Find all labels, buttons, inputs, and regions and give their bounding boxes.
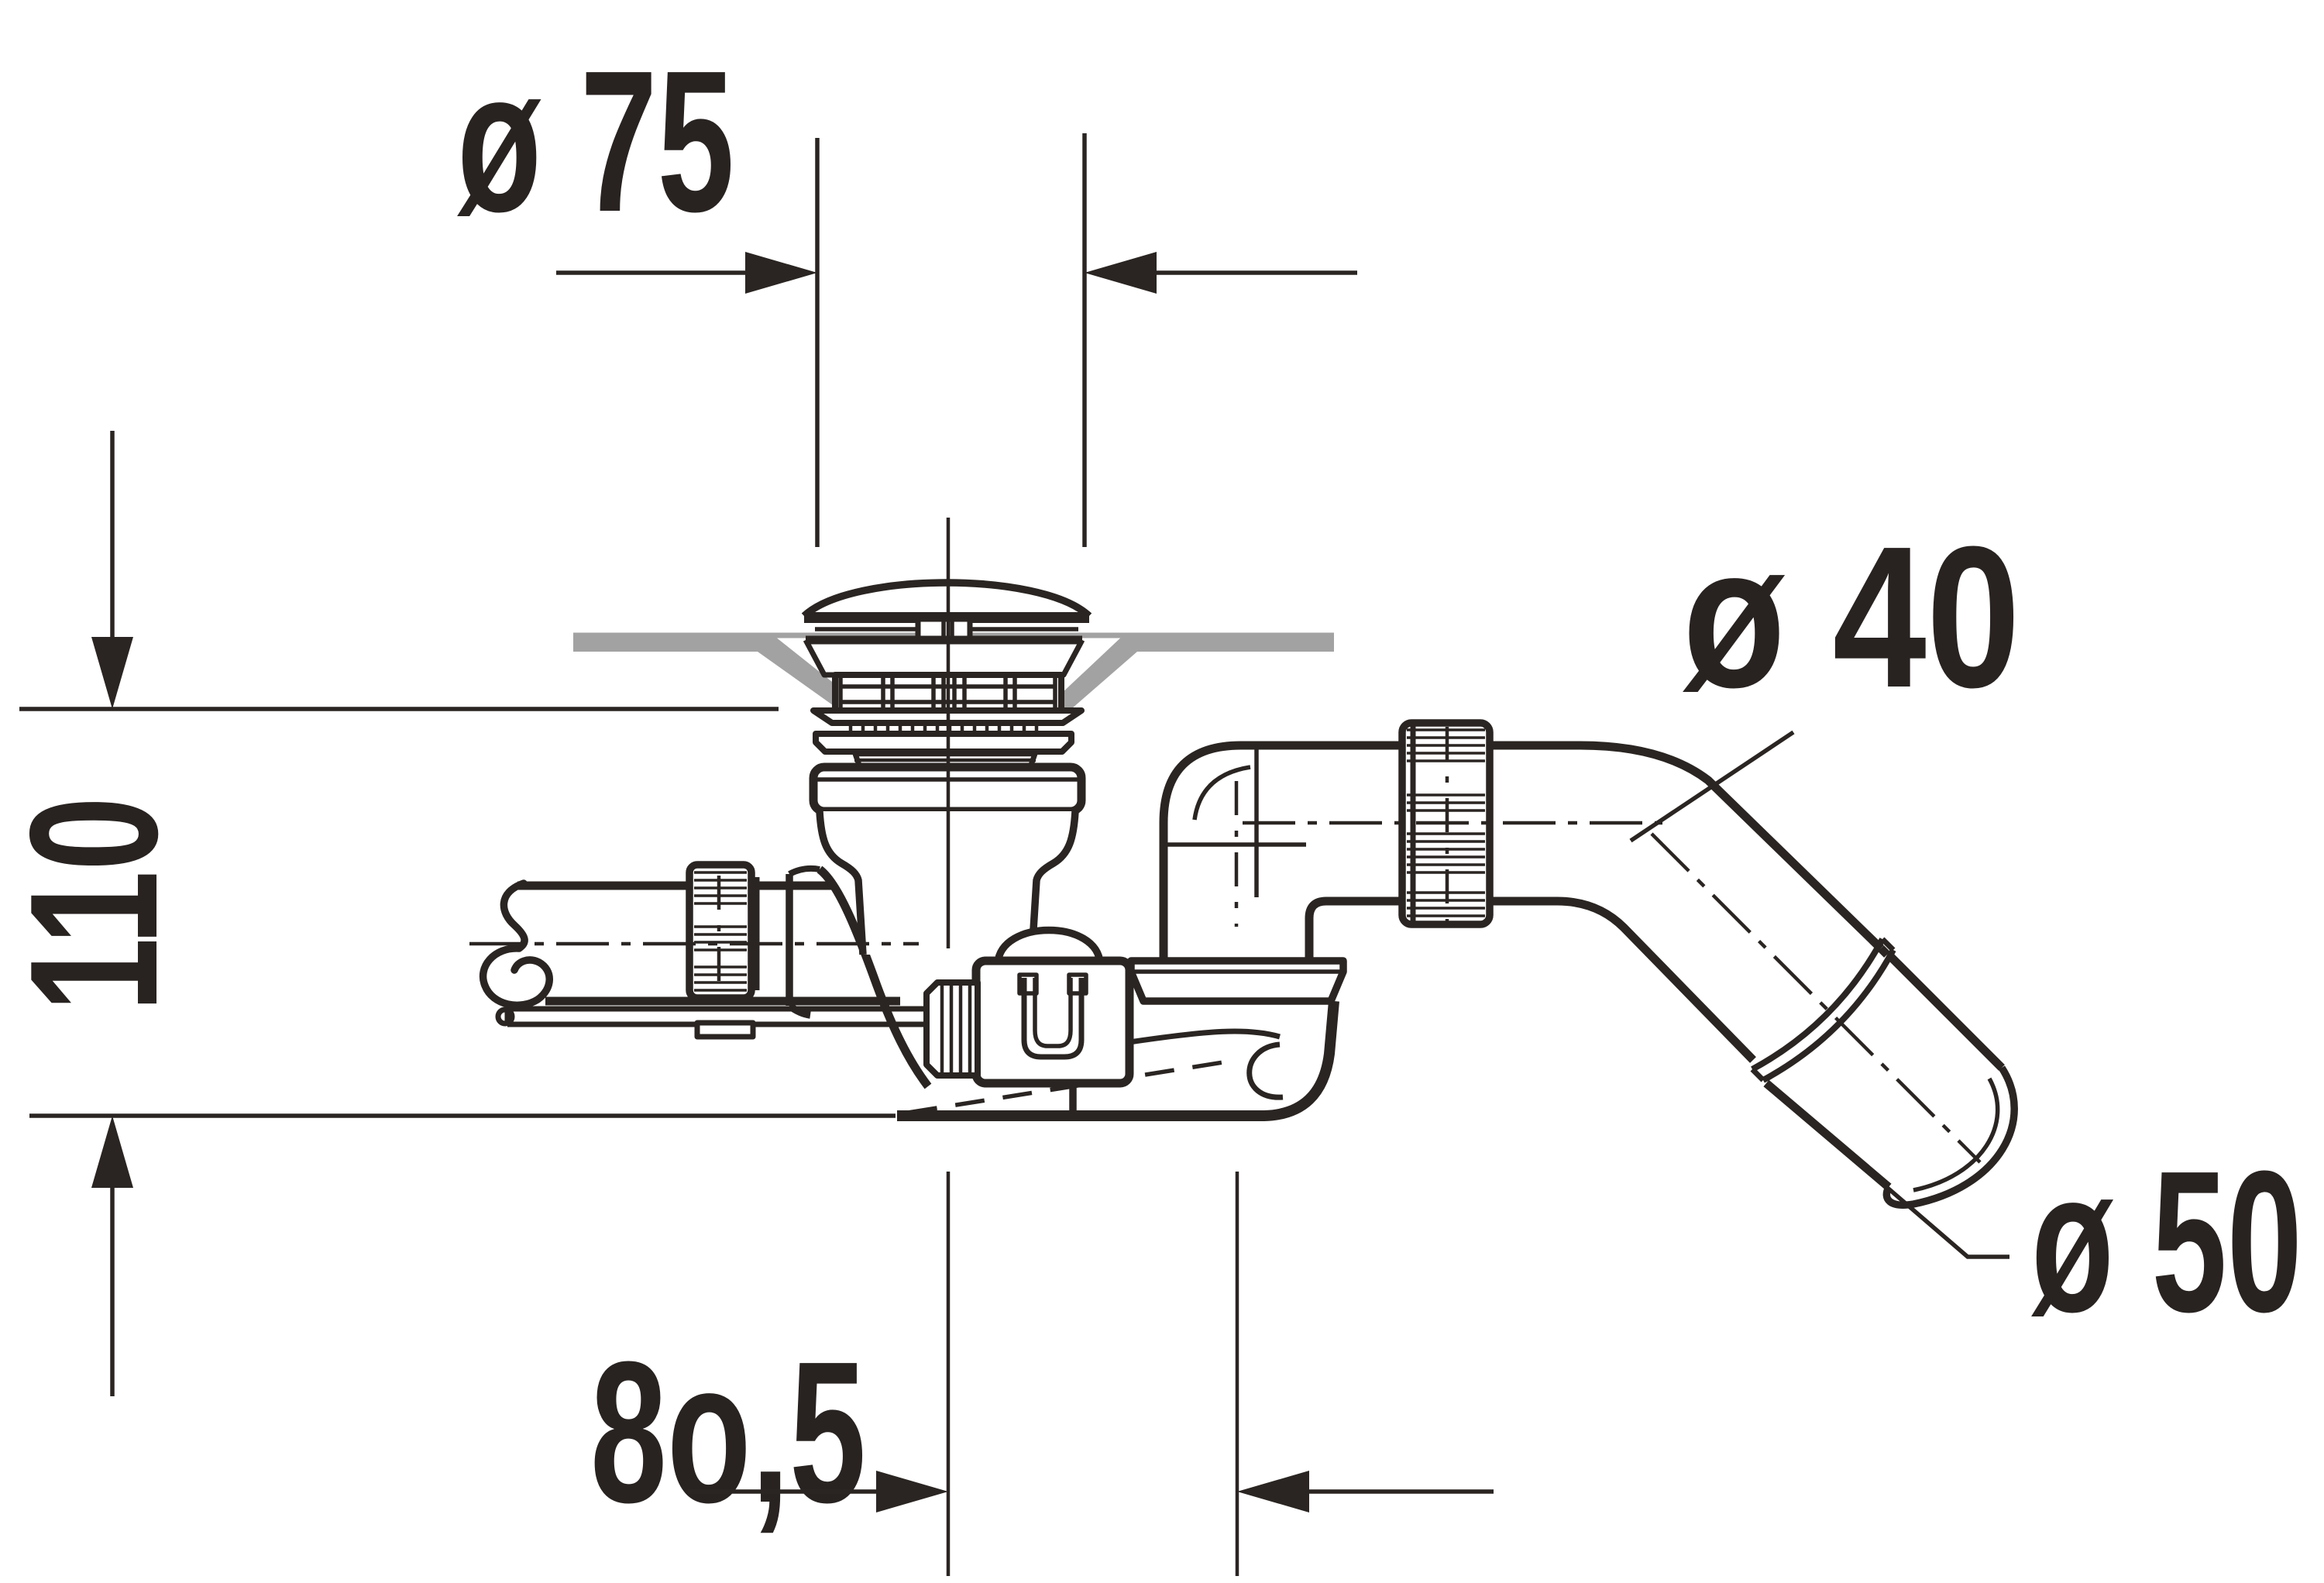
bead-collar: [1750, 937, 1896, 1083]
arrowhead-left-pointing: [1085, 252, 1157, 294]
leader-line-40: [1629, 730, 1795, 843]
overflow-pipe-nut: [686, 861, 760, 1040]
dimension-cap-diameter: ø 75: [457, 29, 1357, 547]
hub-shoulder: [788, 865, 820, 877]
cleanout-box: [971, 926, 1134, 1088]
centerlines: [469, 518, 1982, 1576]
connection-diameter-label: ø 50: [2031, 1130, 2302, 1354]
box-dome: [994, 926, 1104, 968]
dimension-offset: 8o,5: [590, 1320, 1494, 1545]
elbow-wall-arc: [1192, 765, 1251, 821]
flange-fill: [806, 640, 1082, 675]
label-connection-diameter: ø 50: [1766, 1082, 2302, 1354]
cap-diameter-label: ø 75: [457, 29, 734, 254]
arrowhead-right-pointing: [876, 1471, 948, 1512]
collar-back-line: [1762, 948, 1896, 1083]
riser-base-flare: [1127, 957, 1347, 1005]
trap-inlet-hub: [786, 865, 932, 1089]
collar-front-line: [1751, 938, 1886, 1072]
socket-end-face: [1882, 1065, 2018, 1209]
u-eye-left: [1017, 972, 1039, 996]
arrowhead-up: [91, 1116, 133, 1188]
u-channel-outer: [1021, 978, 1085, 1060]
tub-floor-right-slope: [1047, 634, 1137, 719]
label-outlet-diameter: ø 40: [1629, 505, 2020, 843]
arrowhead-left-pointing: [1237, 1471, 1309, 1512]
trap-pocket: [1246, 1041, 1284, 1100]
tub-floor-right-band: [1137, 634, 1334, 652]
dimension-height: 110: [0, 431, 896, 1396]
arrowhead-down: [91, 637, 133, 709]
stub-ribs: [940, 984, 972, 1074]
trap-internal-curve: [1129, 1028, 1281, 1045]
u-channel-inner: [1033, 978, 1073, 1048]
hub-curve: [816, 865, 932, 1089]
offset-label: 8o,5: [590, 1320, 866, 1545]
tub-floor-left-band: [573, 634, 758, 652]
u-eye-right: [1067, 972, 1088, 996]
bell-right: [1028, 810, 1079, 955]
outlet-45-centerline: [1650, 832, 1982, 1164]
arrowhead-right-pointing: [745, 252, 817, 294]
cable-stub: [923, 979, 981, 1079]
leader-line-50: [1766, 1082, 2009, 1259]
socket-end-face-inner: [1913, 1077, 2000, 1192]
collar-tips: [1750, 937, 1896, 1082]
trap-outline: [897, 1000, 1339, 1121]
height-label: 110: [0, 797, 195, 1012]
lower-plate: [813, 731, 1074, 755]
outlet-diameter-label: ø 40: [1683, 505, 2020, 730]
elbow-inner-edge: [1305, 896, 1756, 1063]
pipe-break-line: [479, 879, 553, 1009]
box-body: [971, 956, 1134, 1088]
socket-upper-edge: [1887, 953, 2005, 1071]
bell-left: [816, 810, 867, 955]
nut-lower-tab: [694, 1020, 756, 1040]
collar-joint-upper: [1878, 945, 1890, 958]
